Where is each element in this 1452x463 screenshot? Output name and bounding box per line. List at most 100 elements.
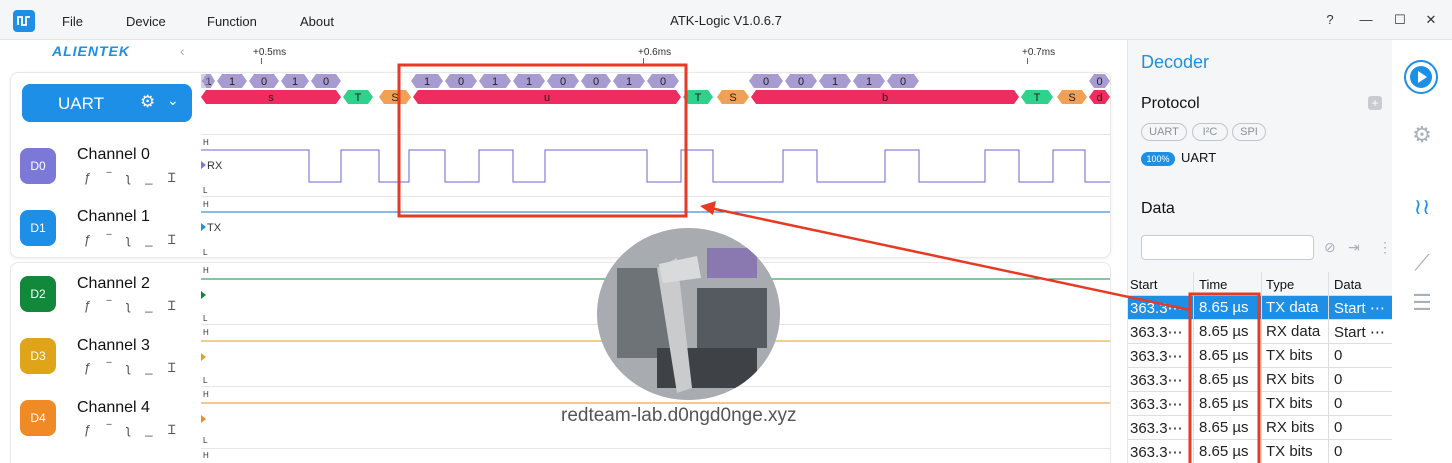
brand-logo: ALIENTEK xyxy=(52,43,130,59)
active-protocol-label[interactable]: UART xyxy=(1181,150,1217,165)
cell-time: 8.65 µs xyxy=(1199,371,1249,388)
trigger-options[interactable]: ƒ ‾ ʅ _ Ɪ xyxy=(84,422,182,437)
protocol-chip-uart[interactable]: UART xyxy=(1141,123,1187,141)
cell-data: 0 xyxy=(1334,347,1343,364)
menu-device[interactable]: Device xyxy=(126,14,166,29)
cell-time: 8.65 µs xyxy=(1199,347,1249,364)
channel-badge-d2[interactable]: D2 xyxy=(20,276,56,312)
column-divider xyxy=(1261,344,1262,368)
channel-name-1[interactable]: Channel 1 xyxy=(77,208,150,225)
watermark-photo xyxy=(597,228,780,400)
cell-start: 363.3⋯ xyxy=(1130,420,1183,437)
title-bar: File Device Function About ATK-Logic V1.… xyxy=(0,0,1452,40)
trigger-options[interactable]: ƒ ‾ ʅ _ Ɪ xyxy=(84,298,182,313)
menu-file[interactable]: File xyxy=(62,14,83,29)
channel-name-4[interactable]: Channel 4 xyxy=(77,399,150,416)
signal-label-rx: RX xyxy=(207,160,223,172)
waveform-icon[interactable]: ≀≀ xyxy=(1413,194,1431,219)
channel-name-2[interactable]: Channel 2 xyxy=(77,275,150,292)
cell-data: 0 xyxy=(1334,443,1343,460)
channel-name-3[interactable]: Channel 3 xyxy=(77,337,150,354)
add-protocol-icon[interactable]: + xyxy=(1368,96,1382,110)
gear-icon[interactable]: ⚙ xyxy=(1412,122,1432,147)
channel-name-0[interactable]: Channel 0 xyxy=(77,146,150,163)
gear-icon[interactable]: ⚙ xyxy=(140,92,156,111)
column-divider xyxy=(1261,296,1262,320)
channel-badge-d4[interactable]: D4 xyxy=(20,400,56,436)
protocol-title: Protocol xyxy=(1141,95,1200,112)
column-type[interactable]: Type xyxy=(1266,277,1295,292)
data-search-input[interactable] xyxy=(1141,235,1314,260)
bit-label: 1 xyxy=(866,76,872,88)
time-ruler[interactable]: +0.5ms +0.6ms +0.7ms xyxy=(201,40,1125,64)
channel-badge-d1[interactable]: D1 xyxy=(20,210,56,246)
bit-label: 0 xyxy=(763,76,769,88)
column-time[interactable]: Time xyxy=(1199,277,1228,292)
uart-label: UART xyxy=(58,94,104,113)
export-icon[interactable]: ⇥ xyxy=(1348,239,1360,255)
uart-decoder-button[interactable]: UART ⚙ ⌄ xyxy=(22,84,192,122)
protocol-chip-spi[interactable]: SPI xyxy=(1232,123,1266,141)
cell-data: 0 xyxy=(1334,419,1343,436)
channel-badge-d0[interactable]: D0 xyxy=(20,148,56,184)
play-icon[interactable] xyxy=(1404,60,1438,94)
cell-start: 363.3⋯ xyxy=(1130,300,1183,317)
byte-label: T xyxy=(355,92,362,104)
trigger-options[interactable]: ƒ ‾ ʅ _ Ɪ xyxy=(84,170,182,185)
trigger-options[interactable]: ƒ ‾ ʅ _ Ɪ xyxy=(84,232,182,247)
column-divider xyxy=(1261,272,1262,296)
bit-segment xyxy=(887,74,919,88)
column-divider xyxy=(1328,296,1329,320)
column-start[interactable]: Start xyxy=(1130,277,1158,292)
chevron-down-icon[interactable]: ⌄ xyxy=(167,92,179,108)
close-button[interactable]: ✕ xyxy=(1425,12,1437,27)
column-divider xyxy=(1193,320,1194,344)
minimize-button[interactable]: — xyxy=(1359,12,1373,27)
more-icon[interactable]: ⋮ xyxy=(1378,239,1392,255)
collapse-chevron-icon[interactable]: ‹ xyxy=(180,43,185,59)
bit-label: 0 xyxy=(660,76,666,88)
column-divider xyxy=(1328,320,1329,344)
menu-about[interactable]: About xyxy=(300,14,334,29)
column-divider xyxy=(1261,416,1262,440)
byte-segment xyxy=(201,90,341,104)
trigger-options[interactable]: ƒ ‾ ʅ _ Ɪ xyxy=(84,360,182,375)
protocol-chip-i2c[interactable]: I²C xyxy=(1192,123,1228,141)
byte-segment xyxy=(751,90,1019,104)
byte-segment xyxy=(1089,90,1110,104)
cell-time: 8.65 µs xyxy=(1199,443,1249,460)
signal-label-tx: TX xyxy=(207,222,222,234)
lane-separator xyxy=(201,448,1110,449)
search-list-icon[interactable]: ☰ xyxy=(1412,290,1432,315)
bit-segment xyxy=(311,74,341,88)
bit-label: 1 xyxy=(292,76,298,88)
maximize-button[interactable]: ☐ xyxy=(1394,12,1406,27)
ruler-icon[interactable]: ⟋ xyxy=(1414,250,1430,275)
byte-label: u xyxy=(544,92,550,104)
bit-label: 0 xyxy=(560,76,566,88)
link-icon[interactable]: ⊘ xyxy=(1324,239,1336,255)
byte-label: T xyxy=(1034,92,1041,104)
help-button[interactable]: ? xyxy=(1326,12,1334,27)
rx-waveform xyxy=(201,149,1110,183)
ruler-tick-label: +0.6ms xyxy=(638,47,672,58)
decoder-title: Decoder xyxy=(1141,52,1210,72)
lane-high-label: H xyxy=(203,328,209,337)
lane-high-label: H xyxy=(203,266,209,275)
menu-function[interactable]: Function xyxy=(207,14,257,29)
column-divider xyxy=(1261,440,1262,463)
column-divider xyxy=(1193,344,1194,368)
bit-label: 1 xyxy=(526,76,532,88)
column-data[interactable]: Data xyxy=(1334,277,1362,292)
column-divider xyxy=(1193,440,1194,463)
channel-badge-d3[interactable]: D3 xyxy=(20,338,56,374)
bit-segment xyxy=(785,74,817,88)
byte-segment xyxy=(1021,90,1053,104)
